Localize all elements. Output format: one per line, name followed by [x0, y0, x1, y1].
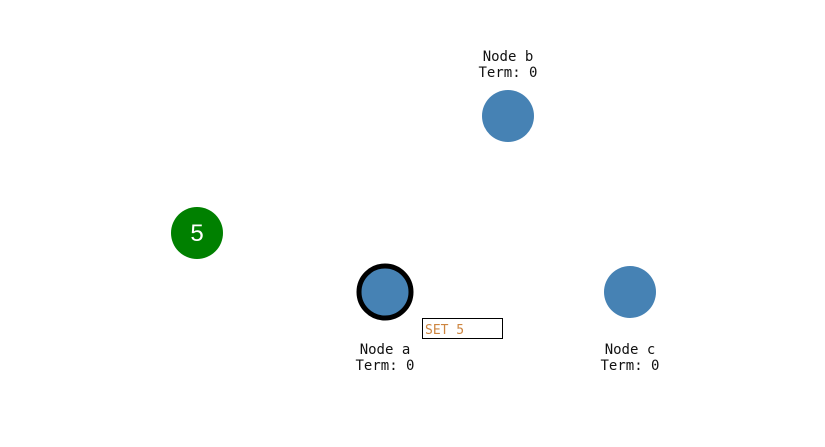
node-a-circle[interactable]: [356, 263, 414, 321]
client-circle[interactable]: [171, 207, 223, 259]
client-value: 5: [190, 220, 203, 247]
server-node-a[interactable]: Node a Term: 0: [355, 263, 415, 374]
node-c-name: Node c: [605, 342, 656, 358]
server-node-b[interactable]: Node b Term: 0: [478, 49, 538, 142]
node-a-name: Node a: [360, 342, 411, 358]
client-node[interactable]: 5: [171, 207, 223, 259]
node-b-term: Term: 0: [478, 65, 537, 81]
message-box: SET 5: [422, 318, 503, 339]
message-box-border: [422, 318, 503, 339]
node-b-circle[interactable]: [482, 90, 534, 142]
node-a-term: Term: 0: [355, 358, 414, 374]
node-b-name: Node b: [483, 49, 534, 65]
node-c-circle[interactable]: [604, 266, 656, 318]
message-text: SET 5: [425, 323, 464, 338]
server-node-c[interactable]: Node c Term: 0: [600, 266, 660, 374]
node-c-term: Term: 0: [600, 358, 659, 374]
